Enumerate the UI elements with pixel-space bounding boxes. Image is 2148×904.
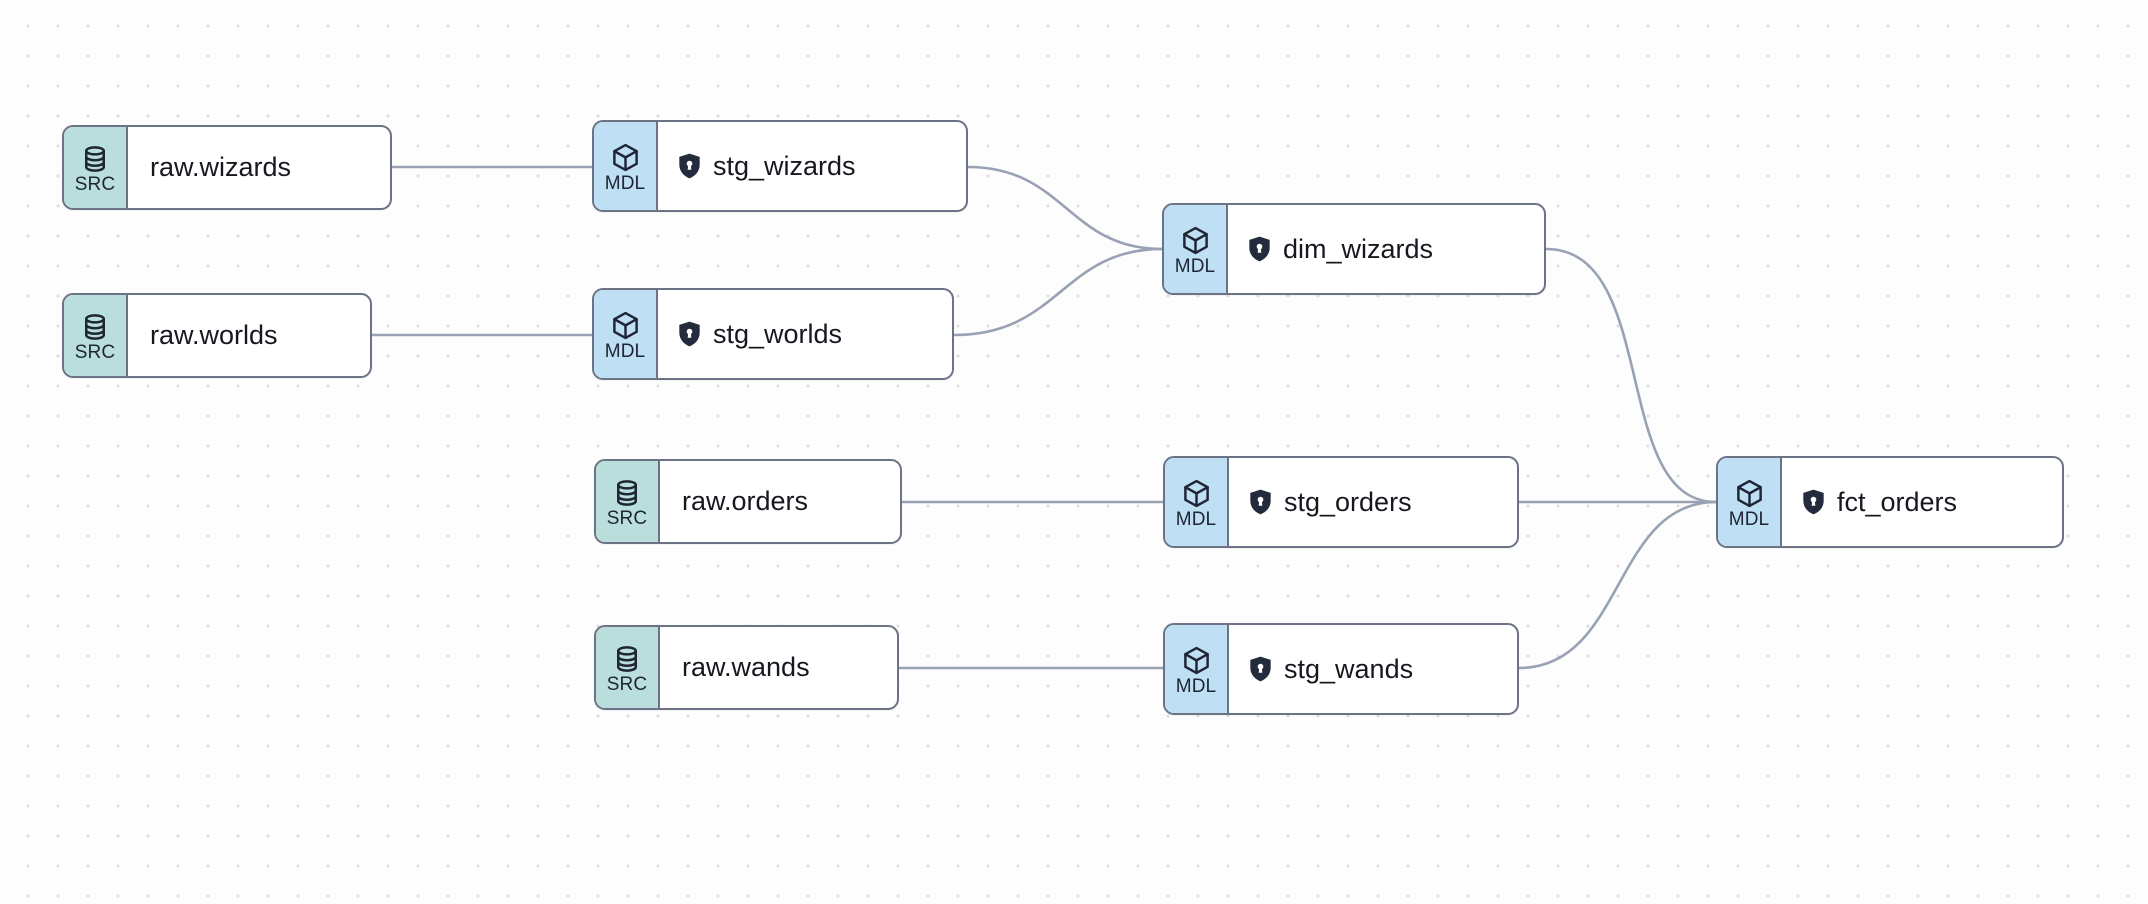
node-label: raw.orders <box>682 486 809 516</box>
node-dim-wizards[interactable]: MDL dim_wizards <box>1162 203 1546 295</box>
node-badge-label: SRC <box>606 507 648 529</box>
cube-icon <box>1181 645 1212 676</box>
node-label: raw.wizards <box>150 152 292 182</box>
node-badge-mdl: MDL <box>1165 458 1229 546</box>
node-badge-mdl: MDL <box>594 122 658 210</box>
node-badge-label: SRC <box>74 341 116 363</box>
node-raw-wizards[interactable]: SRC raw.wizards <box>62 125 392 210</box>
edge-stg-wands-to-fct-orders <box>1517 500 1718 670</box>
node-badge-label: MDL <box>1174 255 1216 277</box>
node-label: fct_orders <box>1837 486 1958 517</box>
node-body: raw.orders <box>660 461 900 542</box>
node-body: stg_orders <box>1229 458 1517 546</box>
node-body: stg_wands <box>1229 625 1517 713</box>
shield-lock-icon <box>678 153 701 179</box>
node-badge-mdl: MDL <box>594 290 658 378</box>
shield-lock-icon <box>1249 656 1272 682</box>
node-stg-orders[interactable]: MDL stg_orders <box>1163 456 1519 548</box>
database-icon <box>612 644 642 674</box>
database-icon <box>612 478 642 508</box>
node-badge-label: SRC <box>74 173 116 195</box>
node-label: stg_wands <box>1284 653 1414 684</box>
shield-lock-icon <box>1248 236 1271 262</box>
node-label: stg_worlds <box>713 318 843 349</box>
node-badge-label: MDL <box>1175 675 1217 697</box>
node-label: raw.wands <box>682 652 810 682</box>
node-badge-label: SRC <box>606 673 648 695</box>
node-badge-label: MDL <box>604 172 646 194</box>
node-badge-src: SRC <box>596 627 660 708</box>
node-badge-mdl: MDL <box>1718 458 1782 546</box>
node-body: stg_wizards <box>658 122 966 210</box>
node-badge-label: MDL <box>604 340 646 362</box>
shield-lock-icon <box>1249 489 1272 515</box>
shield-lock-icon <box>1802 489 1825 515</box>
node-label: stg_orders <box>1284 486 1412 517</box>
edge-dim-wizards-to-fct-orders <box>1544 247 1718 504</box>
database-icon <box>80 312 110 342</box>
node-label: stg_wizards <box>713 150 856 181</box>
database-icon <box>80 144 110 174</box>
cube-icon <box>610 142 641 173</box>
node-body: stg_worlds <box>658 290 952 378</box>
cube-icon <box>1181 478 1212 509</box>
cube-icon <box>1180 225 1211 256</box>
node-badge-src: SRC <box>64 127 128 208</box>
node-stg-worlds[interactable]: MDL stg_worlds <box>592 288 954 380</box>
node-raw-orders[interactable]: SRC raw.orders <box>594 459 902 544</box>
cube-icon <box>610 310 641 341</box>
node-badge-label: MDL <box>1728 508 1770 530</box>
node-fct-orders[interactable]: MDL fct_orders <box>1716 456 2064 548</box>
node-badge-src: SRC <box>596 461 660 542</box>
node-badge-mdl: MDL <box>1165 625 1229 713</box>
node-raw-worlds[interactable]: SRC raw.worlds <box>62 293 372 378</box>
edge-stg-worlds-to-dim-wizards <box>952 247 1164 337</box>
node-label: dim_wizards <box>1283 233 1434 264</box>
node-body: fct_orders <box>1782 458 2062 546</box>
node-badge-src: SRC <box>64 295 128 376</box>
node-badge-label: MDL <box>1175 508 1217 530</box>
node-body: raw.wands <box>660 627 897 708</box>
node-body: raw.worlds <box>128 295 370 376</box>
node-label: raw.worlds <box>150 320 278 350</box>
node-body: dim_wizards <box>1228 205 1544 293</box>
cube-icon <box>1734 478 1765 509</box>
shield-lock-icon <box>678 321 701 347</box>
node-badge-mdl: MDL <box>1164 205 1228 293</box>
edge-stg-wizards-to-dim-wizards <box>966 165 1164 251</box>
node-stg-wizards[interactable]: MDL stg_wizards <box>592 120 968 212</box>
node-raw-wands[interactable]: SRC raw.wands <box>594 625 899 710</box>
node-stg-wands[interactable]: MDL stg_wands <box>1163 623 1519 715</box>
node-body: raw.wizards <box>128 127 390 208</box>
